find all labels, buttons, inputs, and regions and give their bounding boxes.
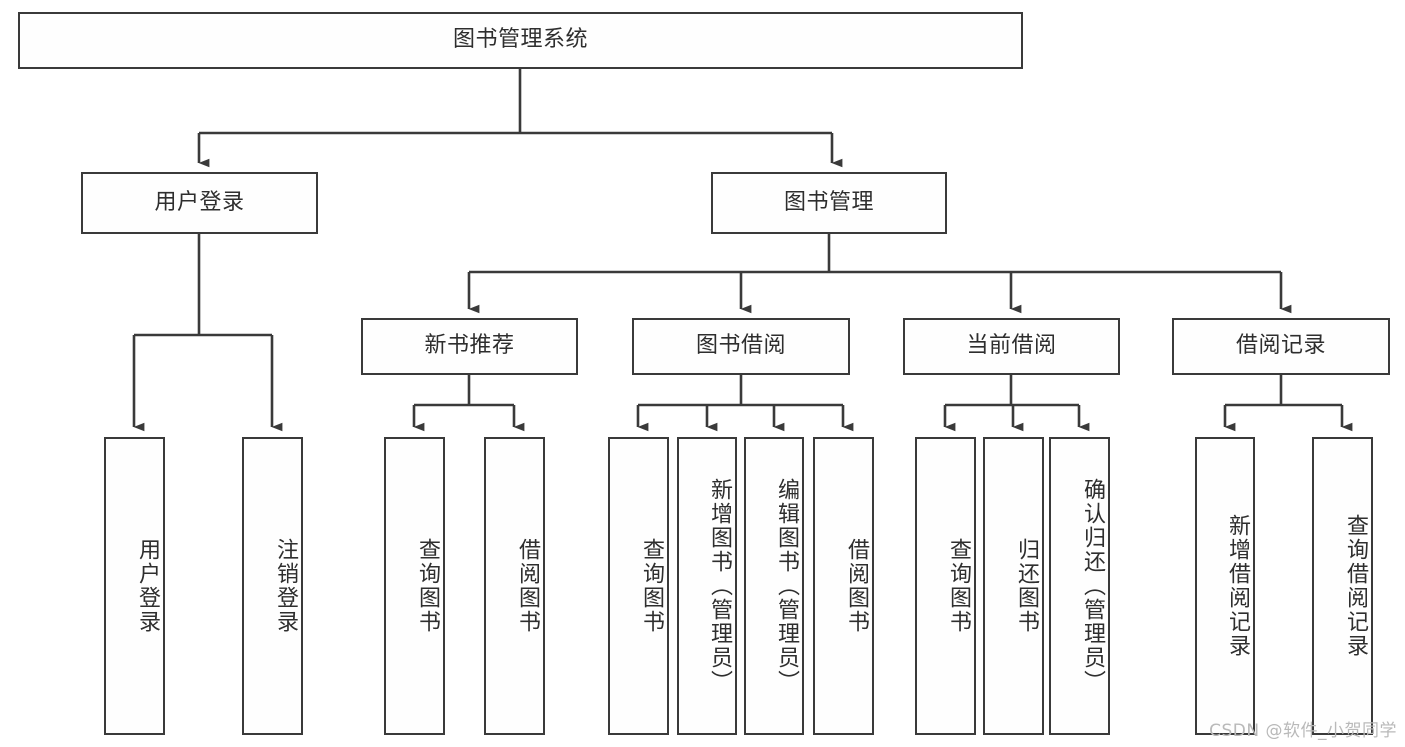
node-leaf-return-book[interactable]: 归还图书 (983, 437, 1044, 735)
node-book-borrow[interactable]: 图书借阅 (632, 318, 850, 375)
node-leaf-borrow-book-2[interactable]: 借阅图书 (813, 437, 874, 735)
node-leaf-logout[interactable]: 注销登录 (242, 437, 303, 735)
node-root-label: 图书管理系统 (452, 27, 588, 53)
node-leaf-query-book-3[interactable]: 查询图书 (915, 437, 976, 735)
node-book-borrow-label: 图书借阅 (695, 333, 786, 359)
node-leaf-edit-book-label: 编辑图书（管理员） (774, 478, 799, 694)
node-book-manage[interactable]: 图书管理 (711, 172, 947, 234)
node-leaf-query-book-1[interactable]: 查询图书 (384, 437, 445, 735)
node-new-book-recommend-label: 新书推荐 (424, 333, 515, 359)
node-leaf-return-book-label: 归还图书 (1014, 538, 1039, 634)
node-leaf-query-record-label: 查询借阅记录 (1343, 514, 1368, 658)
node-leaf-query-book-3-label: 查询图书 (946, 538, 971, 634)
node-leaf-query-book-2[interactable]: 查询图书 (608, 437, 669, 735)
node-leaf-add-record-label: 新增借阅记录 (1225, 514, 1250, 658)
node-current-borrow-label: 当前借阅 (966, 333, 1057, 359)
node-leaf-borrow-book-2-label: 借阅图书 (844, 538, 869, 634)
node-user-login[interactable]: 用户登录 (81, 172, 318, 234)
node-leaf-query-book-2-label: 查询图书 (639, 538, 664, 634)
node-leaf-query-book-1-label: 查询图书 (415, 538, 440, 634)
node-root[interactable]: 图书管理系统 (18, 12, 1023, 69)
node-leaf-confirm-return-label: 确认归还（管理员） (1080, 478, 1105, 694)
watermark: CSDN @软件_小贺同学 (1209, 721, 1397, 741)
node-user-login-label: 用户登录 (154, 189, 245, 215)
node-leaf-confirm-return[interactable]: 确认归还（管理员） (1049, 437, 1110, 735)
node-leaf-borrow-book-1[interactable]: 借阅图书 (484, 437, 545, 735)
node-leaf-user-login[interactable]: 用户登录 (104, 437, 165, 735)
node-leaf-add-book-label: 新增图书（管理员） (707, 478, 732, 694)
node-leaf-query-record[interactable]: 查询借阅记录 (1312, 437, 1373, 735)
node-leaf-logout-label: 注销登录 (273, 538, 298, 634)
node-leaf-edit-book[interactable]: 编辑图书（管理员） (744, 437, 804, 735)
node-new-book-recommend[interactable]: 新书推荐 (361, 318, 578, 375)
node-current-borrow[interactable]: 当前借阅 (903, 318, 1120, 375)
node-book-manage-label: 图书管理 (783, 189, 874, 215)
node-leaf-add-book[interactable]: 新增图书（管理员） (677, 437, 737, 735)
node-leaf-borrow-book-1-label: 借阅图书 (515, 538, 540, 634)
node-borrow-record-label: 借阅记录 (1235, 333, 1326, 359)
node-leaf-add-record[interactable]: 新增借阅记录 (1195, 437, 1255, 735)
node-borrow-record[interactable]: 借阅记录 (1172, 318, 1390, 375)
node-leaf-user-login-label: 用户登录 (135, 538, 160, 634)
